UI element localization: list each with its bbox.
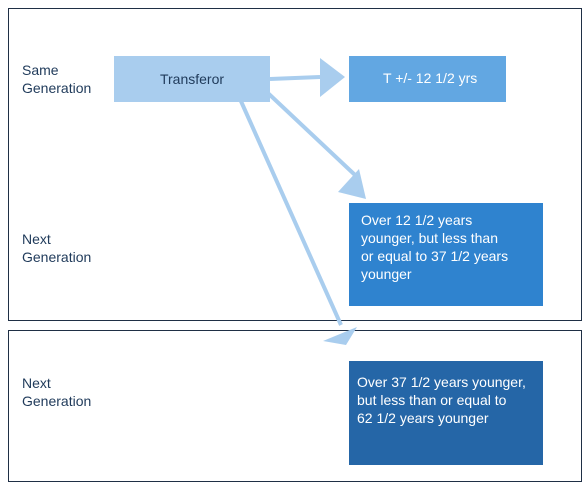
row-label-line: Generation xyxy=(22,249,92,265)
row-label-line: Generation xyxy=(22,80,92,96)
box-line: 62 1/2 years younger xyxy=(357,410,489,426)
box-line: younger, but less than xyxy=(361,230,498,246)
same-generation-label: T +/- 12 1/2 yrs xyxy=(383,70,478,86)
box-line: Over 12 1/2 years xyxy=(361,212,473,228)
box-line: younger xyxy=(361,266,412,282)
row-label-line: Generation xyxy=(22,393,92,409)
row-label-line: Next xyxy=(22,375,51,391)
row-label-next-generation-2: Next Generation xyxy=(22,374,91,410)
same-generation-box: T +/- 12 1/2 yrs xyxy=(349,56,506,102)
transferor-label: Transferor xyxy=(159,71,225,87)
row-label-line: Same xyxy=(22,62,59,78)
box-line: or equal to 37 1/2 years xyxy=(361,248,509,264)
transferor-box: Transferor xyxy=(114,56,270,102)
row-label-line: Next xyxy=(22,231,51,247)
box-line: Over 37 1/2 years younger, xyxy=(357,374,526,390)
next-generation-box-2: Over 37 1/2 years younger, but less than… xyxy=(349,361,543,465)
next-generation-box-1: Over 12 1/2 years younger, but less than… xyxy=(349,203,543,306)
row-label-same-generation: Same Generation xyxy=(22,61,91,97)
row-label-next-generation: Next Generation xyxy=(22,230,91,266)
box-line: but less than or equal to xyxy=(357,392,507,408)
